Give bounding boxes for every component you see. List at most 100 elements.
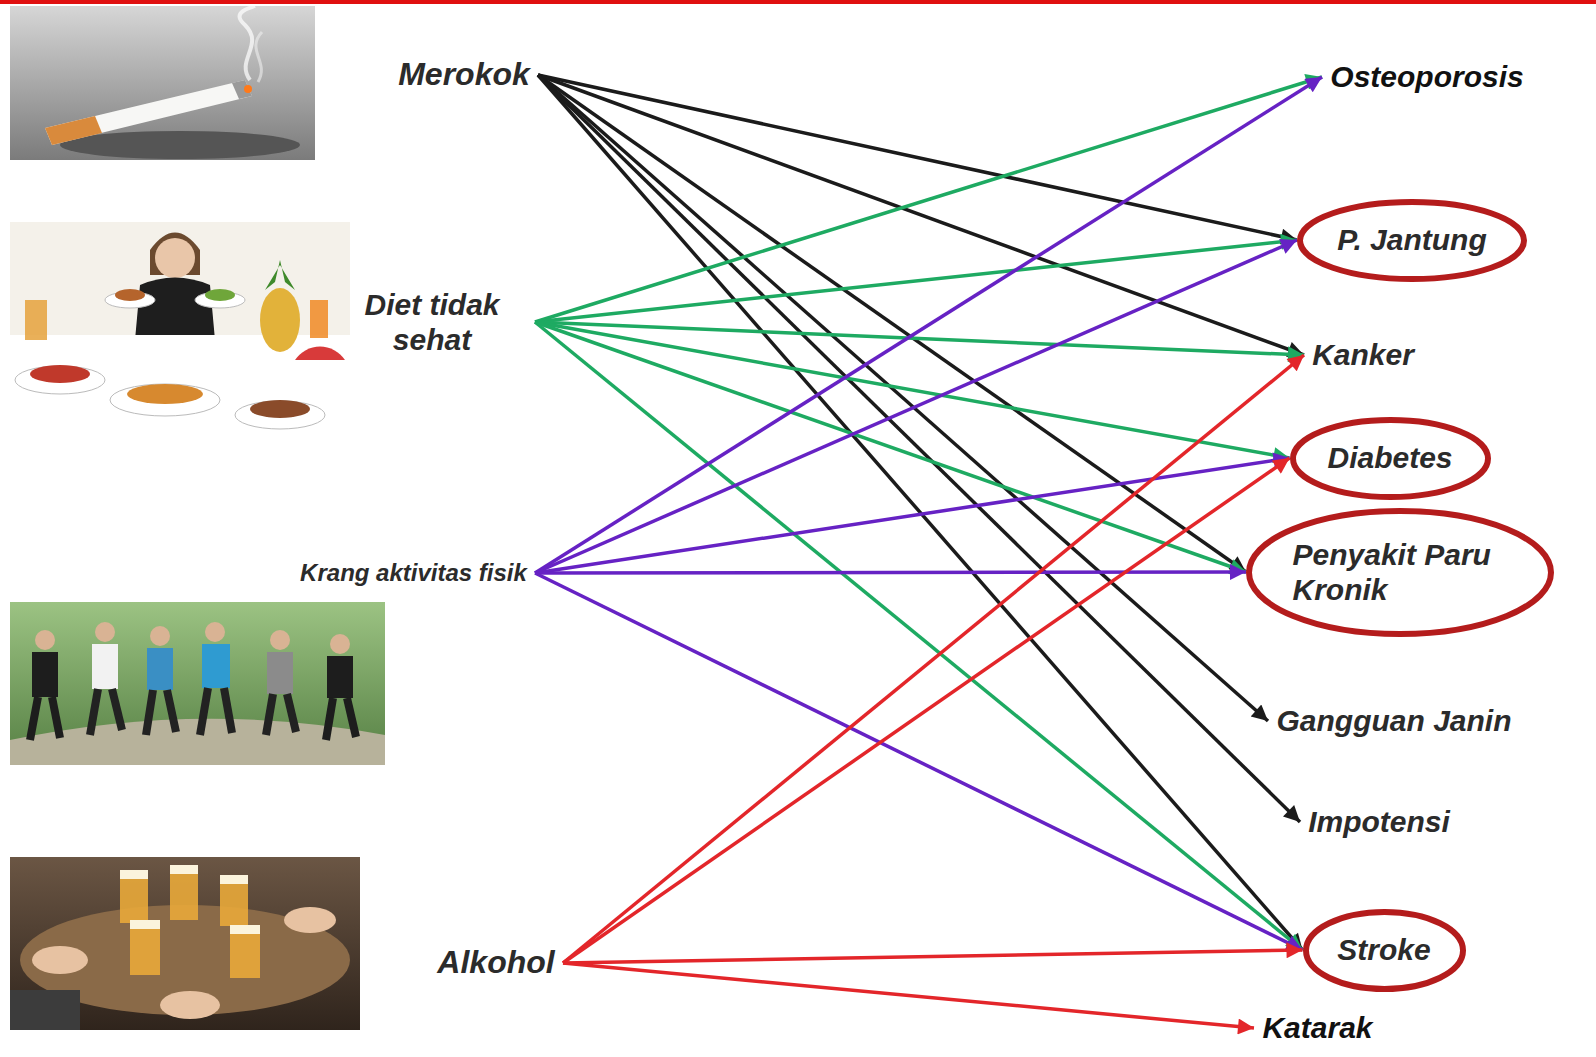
runner	[146, 626, 176, 735]
risk-arrow	[535, 77, 1322, 573]
food-photo	[10, 222, 350, 450]
hand	[32, 946, 88, 974]
runner	[90, 622, 122, 735]
beer-glass	[220, 875, 248, 926]
node-text: Stroke	[1337, 932, 1430, 967]
node-text: Diabetes	[1327, 440, 1452, 475]
ellipse-outline	[1293, 420, 1488, 497]
risk-arrow	[563, 950, 1303, 963]
node-text: Alkohol	[437, 944, 554, 982]
node-text: Gangguan Janin	[1276, 703, 1511, 738]
pineapple-leaves	[265, 260, 295, 290]
node-text: Diet tidak sehat	[337, 287, 527, 358]
factor-label: Merokok	[390, 52, 538, 98]
text-block: Stroke	[1337, 932, 1430, 967]
runners-photo	[10, 602, 385, 765]
text-block: Merokok	[398, 56, 530, 94]
photo-ground	[10, 602, 385, 765]
node-text: Merokok	[398, 56, 530, 94]
risk-arrow	[535, 572, 1246, 573]
risk-arrow	[535, 240, 1297, 573]
runner	[200, 622, 232, 735]
risk-arrow	[535, 322, 1303, 950]
risk-arrow	[535, 322, 1290, 458]
hand	[284, 907, 336, 933]
highlighted-disease: P. Jantung	[1297, 199, 1527, 282]
node-text: P. Jantung	[1337, 222, 1486, 257]
risk-arrow	[535, 322, 1246, 572]
risk-arrow	[535, 458, 1290, 573]
risk-arrow	[538, 75, 1300, 822]
node-text: Impotensi	[1308, 804, 1450, 839]
food	[250, 400, 310, 418]
runner	[326, 634, 356, 740]
risk-arrow	[535, 322, 1304, 355]
risk-arrow	[538, 75, 1303, 950]
text-block: Gangguan Janin	[1276, 703, 1511, 738]
drink-glass	[310, 300, 328, 338]
table	[10, 335, 350, 450]
risk-arrow	[538, 75, 1246, 572]
ellipse-outline	[1300, 202, 1524, 279]
node-text: Penyakit Paru Kronik	[1293, 537, 1508, 608]
head	[155, 238, 195, 278]
food	[115, 289, 145, 301]
factor-label: Krang aktivitas fisik	[292, 555, 535, 592]
node-text: Osteoporosis	[1330, 59, 1523, 94]
torso	[135, 278, 215, 341]
text-block: Katarak	[1262, 1010, 1372, 1045]
sleeve	[10, 990, 80, 1030]
highlighted-disease: Penyakit Paru Kronik	[1246, 508, 1554, 637]
plate	[235, 401, 325, 429]
risk-arrow	[563, 963, 1254, 1028]
cigarette-tip	[232, 80, 252, 99]
highlighted-disease: Stroke	[1303, 909, 1466, 992]
plate	[15, 366, 105, 394]
smoke	[256, 32, 262, 82]
node-text: Katarak	[1262, 1010, 1372, 1045]
drink-glass	[25, 300, 47, 340]
factor-label: Katarak	[1254, 1006, 1381, 1050]
pineapple	[260, 288, 300, 352]
photo-ground	[10, 222, 350, 450]
beer-glass	[170, 865, 198, 920]
beer-glass	[130, 920, 160, 975]
factor-label: Gangguan Janin	[1268, 699, 1520, 743]
text-block: Krang aktivitas fisik	[300, 559, 527, 587]
hand	[160, 991, 220, 1019]
factor-label: Alkohol	[429, 940, 563, 986]
food	[127, 384, 203, 404]
drinks-photo	[10, 857, 360, 1030]
text-block: Diabetes	[1327, 440, 1452, 475]
ellipse-outline	[1249, 511, 1551, 634]
risk-arrow	[535, 240, 1297, 322]
text-block: Penyakit Paru Kronik	[1293, 537, 1508, 608]
smoke	[240, 6, 255, 80]
beer-glass	[120, 870, 148, 923]
cigarette-body	[45, 80, 252, 145]
text-block: Kanker	[1312, 337, 1414, 372]
factor-label: Osteoporosis	[1322, 55, 1532, 99]
ash	[60, 131, 300, 159]
text-block: Alkohol	[437, 944, 554, 982]
cigarette-filter	[45, 116, 102, 145]
text-block: Impotensi	[1308, 804, 1450, 839]
node-text: Krang aktivitas fisik	[300, 559, 527, 587]
risk-arrow	[563, 458, 1290, 963]
risk-arrow	[563, 355, 1304, 963]
photo-ground	[10, 6, 315, 160]
beer-glass	[230, 925, 260, 978]
watermelon	[295, 347, 345, 360]
highlight-ellipse	[1246, 508, 1554, 637]
highlighted-disease: Diabetes	[1290, 417, 1491, 500]
top-rule	[0, 0, 1596, 4]
cigarette-photo	[10, 6, 315, 160]
text-block: P. Jantung	[1337, 222, 1486, 257]
text-block: Osteoporosis	[1330, 59, 1523, 94]
food	[30, 365, 90, 383]
runner	[30, 630, 60, 740]
node-text: Kanker	[1312, 337, 1414, 372]
risk-arrow	[535, 77, 1322, 322]
